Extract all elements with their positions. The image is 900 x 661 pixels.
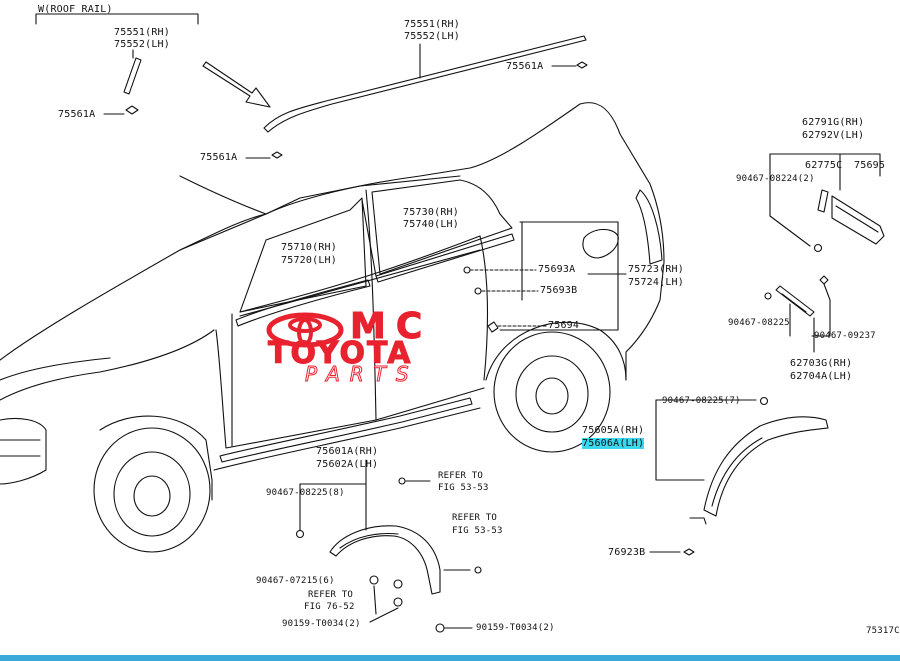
rear-wheel-arch-moulding <box>703 416 829 517</box>
label-90467-09237: 90467-09237 <box>814 331 876 341</box>
label-75551-rh-left: 75551(RH) <box>114 27 170 38</box>
label-75693a: 75693A <box>538 264 576 275</box>
label-75720-lh: 75720(LH) <box>281 255 337 266</box>
clip-75693a <box>463 266 471 274</box>
long-roof-rail <box>263 35 587 133</box>
label-75561a-top-right: 75561A <box>506 61 544 72</box>
label-75552-lh-left: 75552(LH) <box>114 39 170 50</box>
label-75601a-rh: 75601A(RH) <box>316 446 379 457</box>
label-fig-76-52: FIG 76-52 <box>304 602 355 612</box>
label-75724-lh: 75724(LH) <box>628 277 684 288</box>
diagram-number: 75317C <box>866 626 900 636</box>
front-wheel-arch-moulding <box>329 525 441 595</box>
label-90467-08225-right: 90467-08225 <box>728 318 790 328</box>
screw-90467-08225-8 <box>295 529 305 539</box>
screw-90467-08225-7 <box>759 396 769 406</box>
bolt-90467-09237 <box>819 275 829 285</box>
screw-90467-08225-right <box>764 292 772 300</box>
mudguard-lower-part <box>775 285 815 317</box>
bottom-bar <box>0 655 900 661</box>
clip-76-52 <box>393 579 403 589</box>
rear-side-window <box>371 179 513 275</box>
direction-arrow <box>202 61 271 108</box>
label-refer-to-1: REFER TO <box>438 471 483 481</box>
rear-door-outline <box>375 387 485 421</box>
screw-90467-07215 <box>369 575 379 585</box>
roof-rail-small-part <box>123 57 142 95</box>
label-90467-08225-8: 90467-08225(8) <box>266 488 345 498</box>
door-belt-moulding-front <box>235 279 371 327</box>
label-refer-to-2: REFER TO <box>452 513 497 523</box>
label-refer-to-3: REFER TO <box>308 590 353 600</box>
clip-75561a-left <box>125 105 139 115</box>
tail-lamp <box>635 189 663 265</box>
front-side-window <box>239 197 367 313</box>
label-75694: 75694 <box>548 320 580 331</box>
door-belt-moulding-rear <box>375 233 515 283</box>
label-75730-rh: 75730(RH) <box>403 207 459 218</box>
clip-76923b <box>683 548 695 556</box>
rear-fender-arch <box>485 321 627 381</box>
clip-75693b <box>474 287 482 295</box>
clip-75561a-top <box>576 61 588 69</box>
label-75561a-mid: 75561A <box>200 152 238 163</box>
label-75602a-lh: 75602A(LH) <box>316 459 379 470</box>
roof-line <box>179 175 267 215</box>
screw-90467-08224 <box>813 243 823 253</box>
front-door-outline <box>215 329 377 449</box>
car-body-outline <box>0 102 665 381</box>
rocker-moulding <box>219 397 473 463</box>
mudguard-upper-part <box>831 195 885 245</box>
label-90467-08224: 90467-08224(2) <box>736 174 815 184</box>
label-62791g-rh: 62791G(RH) <box>802 117 865 128</box>
label-76923b: 76923B <box>608 547 646 558</box>
clip-75694 <box>487 321 499 333</box>
clip-front-refer-2 <box>474 566 482 574</box>
toyota-emblem-icon <box>266 312 344 348</box>
watermark-parts: PARTS <box>305 362 419 387</box>
label-75723-rh: 75723(RH) <box>628 264 684 275</box>
label-75552-lh-top: 75552(LH) <box>404 31 460 42</box>
label-75740-lh: 75740(LH) <box>403 219 459 230</box>
roof-rail-note: W(ROOF RAIL) <box>38 4 113 15</box>
label-62704a-lh: 62704A(LH) <box>790 371 853 382</box>
clip-front-refer <box>398 477 406 485</box>
label-90159-t0034-left: 90159-T0034(2) <box>282 619 361 629</box>
clip-75561a-mid <box>271 151 283 159</box>
label-fig-53-53-1: FIG 53-53 <box>438 483 489 493</box>
label-fig-53-53-2: FIG 53-53 <box>452 526 503 536</box>
screw-90159-t0034-left <box>393 597 403 607</box>
label-75561a-left: 75561A <box>58 109 96 120</box>
label-62792v-lh: 62792V(LH) <box>802 130 865 141</box>
label-90467-08225-7: 90467-08225(7) <box>662 396 741 406</box>
label-90467-07215: 90467-07215(6) <box>256 576 335 586</box>
label-75606a-lh: 75606A(LH) <box>582 438 645 449</box>
screw-90159-t0034-right <box>435 623 445 633</box>
fuel-lid <box>582 228 619 259</box>
label-62703g-rh: 62703G(RH) <box>790 358 853 369</box>
roof-rail-bracket <box>35 13 199 25</box>
label-90159-t0034-right: 90159-T0034(2) <box>476 623 555 633</box>
front-wheel <box>93 427 211 553</box>
watermark-mc: MC <box>349 306 433 348</box>
label-75693b: 75693B <box>540 285 578 296</box>
label-75551-rh-top: 75551(RH) <box>404 19 460 30</box>
label-75710-rh: 75710(RH) <box>281 242 337 253</box>
watermark-toyota: TOYOTA <box>267 336 413 372</box>
label-75605a-rh: 75605A(RH) <box>582 425 645 436</box>
label-62775c: 62775C <box>805 160 843 171</box>
front-bumper <box>0 417 47 485</box>
label-75695: 75695 <box>854 160 886 171</box>
rear-wheel <box>493 331 611 453</box>
front-fender-arch <box>99 415 213 501</box>
